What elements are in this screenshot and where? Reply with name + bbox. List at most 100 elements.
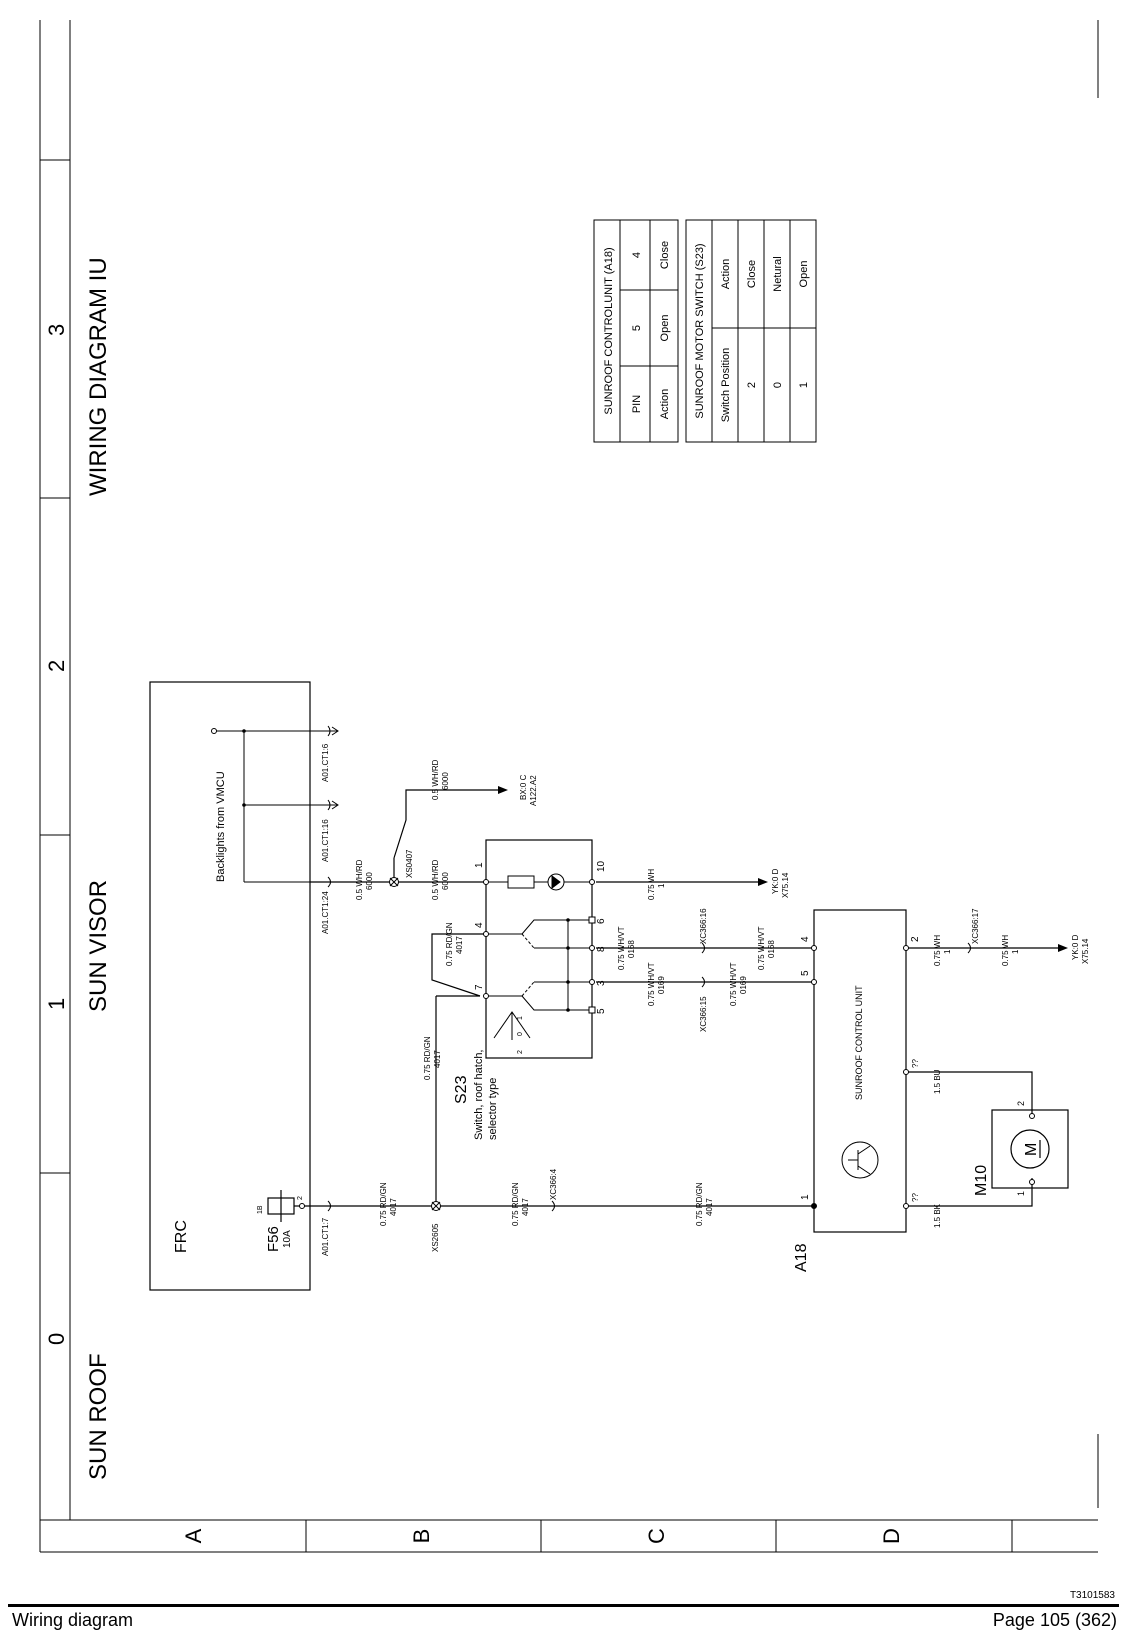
- wire-bu: [908, 1071, 1033, 1116]
- m10-box: [991, 1109, 1069, 1189]
- motor-icon: [1010, 1129, 1050, 1169]
- fuse-f56-pin: [299, 1203, 305, 1209]
- table-cell: Close: [746, 260, 758, 288]
- a18-pin-terminal: [811, 979, 817, 985]
- wire-label: 0169: [739, 976, 748, 994]
- wire-label: 0168: [767, 940, 776, 958]
- splice-dot: [566, 1008, 570, 1012]
- m10-ref: M10: [973, 1165, 990, 1196]
- transistor-icon: [841, 1141, 879, 1179]
- conn-bx: BX:0 C: [519, 774, 528, 800]
- table-s23: [685, 219, 817, 443]
- wire-label: 4017: [389, 1198, 398, 1216]
- s23-pin-label: 3: [596, 980, 607, 986]
- connector-mark: [327, 725, 331, 737]
- wire-label: 1: [943, 949, 952, 954]
- splice-x: [431, 1201, 441, 1211]
- s23-pin-terminal: [588, 916, 596, 924]
- s23-pin-terminal: [589, 945, 595, 951]
- splice-dot: [242, 729, 246, 733]
- wire-label: 1.5 BK: [933, 1203, 942, 1228]
- wire-bk: [908, 1178, 1033, 1207]
- s23-pin-label: 10: [596, 860, 607, 872]
- title-sun-visor: SUN VISOR: [85, 880, 112, 1012]
- conn-yk2: YK:0 D: [1071, 934, 1080, 960]
- conn-a01-ct1-7: A01.CT1:7: [321, 1217, 330, 1256]
- s23-pin-label: 4: [474, 922, 485, 928]
- wire-whrd-branch: [393, 789, 500, 859]
- conn-xs0407: XS0407: [405, 849, 414, 878]
- s23-pin-label: 5: [596, 1008, 607, 1014]
- table-cell: 1: [798, 382, 810, 388]
- wire-label: 4017: [433, 1050, 442, 1068]
- splice-dot: [566, 918, 570, 922]
- wire-label: 0.75 RD/GN: [379, 1182, 388, 1226]
- splice-x: [389, 877, 399, 887]
- table-cell: PIN: [631, 395, 643, 413]
- s23-contact: [521, 933, 535, 949]
- connector-mark: [967, 942, 971, 954]
- wire-label: 1.5 BU: [933, 1069, 942, 1094]
- table-s23-title: SUNROOF MOTOR SWITCH (S23): [694, 243, 706, 418]
- table-cell: Open: [798, 261, 810, 288]
- m10-symbol: M: [1023, 1143, 1040, 1156]
- s23-sel-0: 0: [517, 1032, 524, 1036]
- splice-dot: [566, 946, 570, 950]
- conn-xc366-17: XC366:17: [971, 908, 980, 944]
- a18-pin-label: ??: [911, 1059, 920, 1068]
- s23-resistor: [507, 875, 535, 889]
- fuse-f56-rating: 10A: [282, 1230, 293, 1248]
- s23-ref: S23: [453, 1075, 470, 1104]
- frc-box: [149, 681, 311, 1291]
- footer-rule: [8, 1604, 1119, 1607]
- s23-pin-terminal: [483, 931, 489, 937]
- s23-pin-label: 6: [596, 918, 607, 924]
- column-number: 3: [44, 324, 69, 336]
- s23-pin-terminal: [588, 1006, 596, 1014]
- table-cell: Open: [659, 315, 671, 342]
- s23-contact: [521, 981, 535, 997]
- column-number: 0: [44, 1333, 69, 1345]
- splice-dot: [242, 803, 246, 807]
- arrow-bx: [498, 786, 508, 794]
- connector-mark: [327, 799, 331, 811]
- table-header: Action: [720, 259, 732, 290]
- wire-label: 0.75 WH/VT: [617, 926, 626, 970]
- wire-label: 0169: [657, 976, 666, 994]
- a18-pin-label: 5: [800, 970, 811, 976]
- wire-label: 6000: [365, 872, 374, 890]
- splice-dot: [566, 980, 570, 984]
- a18-pin-terminal: [811, 1203, 817, 1209]
- wire-label: 0.75 RD/GN: [423, 1036, 432, 1080]
- s23-internal: [521, 995, 592, 1011]
- wire-label: 0.75 RD/GN: [445, 922, 454, 966]
- table-cell: 5: [631, 325, 643, 331]
- table-cell: 0: [772, 382, 784, 388]
- s23-desc1: Switch, roof hatch,: [473, 1050, 485, 1141]
- fuse-pin-bottom: 2: [297, 1196, 304, 1200]
- conn-a01-ct1-24: A01.CT1:24: [321, 891, 330, 934]
- wire-label: 0.75 RD/GN: [695, 1182, 704, 1226]
- conn-xc366-16: XC366:16: [699, 908, 708, 944]
- conn-yk2-ref: X75.14: [1081, 938, 1090, 964]
- conn-a01-ct1-16: A01.CT1:16: [321, 819, 330, 862]
- m10-pin-terminal: [1029, 1113, 1035, 1119]
- table-cell: 4: [631, 252, 643, 258]
- s23-led-arrow: [551, 875, 561, 889]
- table-a18: [593, 219, 679, 443]
- wire-label: 6000: [441, 772, 450, 790]
- wire-rdgn-4-7: [431, 933, 486, 997]
- footer-doc-title: Wiring diagram: [12, 1610, 134, 1630]
- table-a18-title: SUNROOF CONTROLUNIT (A18): [603, 247, 615, 414]
- s23-pin-label: 7: [474, 984, 485, 990]
- column-number: 1: [44, 998, 69, 1010]
- connector-mark: [701, 942, 705, 954]
- a18-ref: A18: [793, 1243, 810, 1272]
- s23-pin-terminal: [483, 879, 489, 885]
- conn-xc366-4: XC366:4: [549, 1168, 558, 1200]
- footer-page-number: Page 105 (362): [992, 1610, 1117, 1630]
- a18-pin-terminal: [811, 945, 817, 951]
- s23-sel-2: 2: [517, 1050, 524, 1054]
- s23-sel-1: 1: [517, 1016, 524, 1020]
- connector-mark: [551, 1200, 555, 1212]
